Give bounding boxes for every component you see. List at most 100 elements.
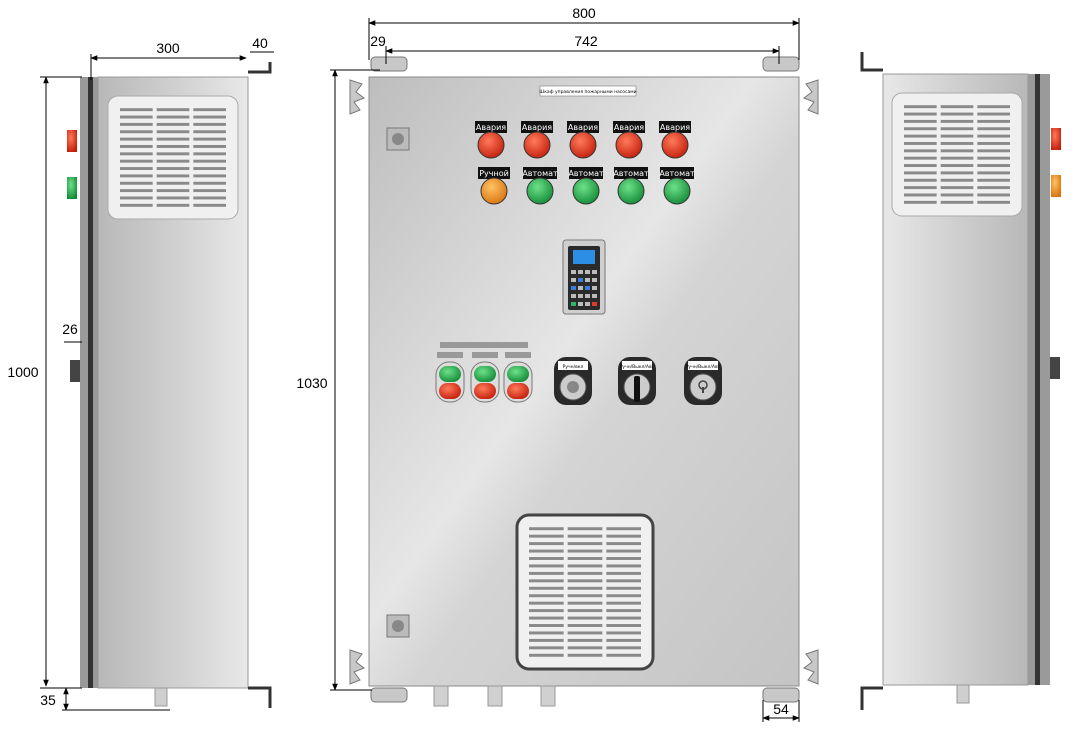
- start-stop-buttons: [435, 352, 533, 403]
- side-seal: [88, 77, 93, 688]
- alarm-label: Авария: [522, 123, 552, 132]
- left-side-view: [67, 62, 272, 708]
- vent-slot: [567, 594, 603, 598]
- vent-slot: [940, 127, 974, 131]
- vent-slot: [529, 564, 564, 568]
- right-cable-gland: [956, 684, 970, 704]
- vent-slot: [606, 579, 641, 583]
- vent-slot: [193, 144, 226, 148]
- vent-slot: [977, 200, 1010, 204]
- vent-slot: [940, 105, 974, 109]
- vent-slot: [606, 527, 641, 531]
- vent-slot: [193, 130, 226, 134]
- side-vent-grille: [107, 95, 239, 220]
- vent-slot: [529, 624, 564, 627]
- vent-slot: [156, 108, 190, 112]
- selector-switch: Ручн/Выкл/Авт: [684, 357, 722, 405]
- vent-slot: [156, 167, 190, 171]
- vent-slot: [940, 193, 974, 197]
- vent-slot: [156, 130, 190, 134]
- vent-slot: [606, 549, 641, 553]
- vent-slot: [193, 152, 226, 156]
- side-switch-knob: [70, 360, 80, 382]
- side-cable-gland: [154, 687, 168, 707]
- vent-slot: [567, 557, 603, 560]
- vent-slot: [904, 141, 937, 145]
- vent-slot: [120, 152, 153, 156]
- vent-slot: [156, 203, 190, 207]
- vent-slot: [940, 156, 974, 160]
- vent-slot: [977, 149, 1010, 153]
- vent-slot: [567, 638, 603, 642]
- vent-slot: [567, 646, 603, 650]
- alarm-lamp: Авария: [567, 121, 599, 159]
- vent-slot: [904, 171, 937, 175]
- vent-slot: [193, 137, 226, 141]
- vent-slot: [567, 527, 603, 531]
- right-manual-lamp: [1051, 175, 1061, 197]
- left-dimensions: 300 40 1000 26 35: [7, 35, 274, 711]
- vent-slot: [567, 616, 603, 620]
- lock-bottom-icon: [392, 620, 404, 632]
- vent-slot: [606, 616, 641, 620]
- vent-slot: [120, 189, 153, 193]
- auto-lamp: Автомат: [568, 167, 604, 205]
- alarm-lamp-row: Авария Авария Авария Авария Авария: [475, 121, 691, 159]
- vent-slot: [120, 203, 153, 207]
- vent-slot: [567, 631, 603, 635]
- vent-slot: [606, 609, 641, 613]
- vent-slot: [606, 571, 641, 575]
- controller-keypad: [562, 239, 606, 315]
- vent-slot: [977, 186, 1010, 190]
- vent-slot: [567, 601, 603, 605]
- lock-top-icon: [392, 133, 404, 145]
- vent-slot: [156, 144, 190, 148]
- vent-slot: [567, 579, 603, 583]
- vent-slot: [120, 167, 153, 171]
- vent-slot: [606, 638, 641, 642]
- button-label-bar: [440, 342, 528, 348]
- vent-slot: [940, 134, 974, 138]
- start-stop-button: [435, 361, 465, 403]
- vent-slot: [977, 112, 1010, 116]
- switch-label: Ручн/вкл: [563, 364, 584, 370]
- vent-slot: [529, 653, 564, 657]
- dim-front-inner-width: 742: [574, 33, 598, 49]
- vent-slot: [529, 594, 564, 598]
- dim-side-depth: 300: [156, 40, 180, 56]
- vent-slot: [120, 122, 153, 126]
- alarm-lamp: Авария: [521, 121, 553, 159]
- vent-slot: [529, 527, 564, 531]
- dim-side-bottom: 35: [40, 692, 56, 708]
- front-cable-glands: [433, 685, 556, 707]
- vent-slot: [567, 609, 603, 613]
- selector-switch: Ручн/Выкл/Авт: [618, 357, 656, 405]
- mode-label: Ручной: [479, 169, 509, 178]
- vent-slot: [193, 203, 226, 207]
- vent-slot: [156, 115, 190, 119]
- vent-slot: [606, 594, 641, 598]
- alarm-label: Авария: [660, 123, 690, 132]
- vent-slot: [606, 624, 641, 627]
- vent-slot: [904, 200, 937, 204]
- vent-slot: [940, 149, 974, 153]
- alarm-label: Авария: [476, 123, 506, 132]
- dim-front-width: 800: [572, 5, 596, 21]
- vent-slot: [529, 542, 564, 546]
- vent-slot: [904, 178, 937, 182]
- vent-slot: [120, 174, 153, 178]
- right-vent-grille: [891, 92, 1023, 217]
- vent-slot: [606, 557, 641, 560]
- auto-lamp: Автомат: [659, 167, 695, 205]
- vent-slot: [567, 571, 603, 575]
- vent-slot: [193, 174, 226, 178]
- vent-slot: [120, 196, 153, 200]
- vent-slot: [977, 134, 1010, 138]
- vent-slot: [529, 601, 564, 605]
- vent-slot: [977, 156, 1010, 160]
- vent-slot: [904, 156, 937, 160]
- front-dimensions: 800 742 29 1030 54: [296, 5, 800, 722]
- side-top-bracket: [248, 62, 272, 74]
- nameplate-text: Шкаф управления пожарными насосами: [539, 89, 636, 95]
